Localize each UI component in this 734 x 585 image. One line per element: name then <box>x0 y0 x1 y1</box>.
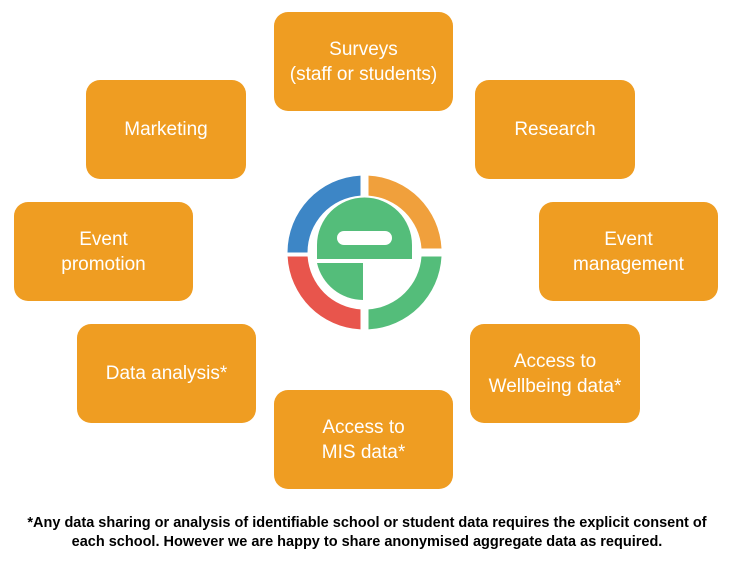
box-label-line: Access to <box>322 416 405 438</box>
data-analysis-box: Data analysis* <box>77 324 256 423</box>
box-label-line: Wellbeing data* <box>488 375 622 397</box>
logo-red-arc <box>287 256 361 330</box>
box-label: Marketing <box>124 117 207 142</box>
box-label-line: Event <box>604 228 653 250</box>
box-label-line: Marketing <box>124 119 208 140</box>
box-label-line: Data analysis* <box>105 363 228 384</box>
box-label-line: Surveys <box>329 38 398 60</box>
marketing-box: Marketing <box>86 80 246 179</box>
box-label-line: Event <box>79 228 128 250</box>
mis-data-box: Access to MIS data* <box>274 390 453 489</box>
box-label-line: management <box>573 253 684 275</box>
event-promotion-box: Event promotion <box>14 202 193 301</box>
box-label: Event promotion <box>61 227 146 277</box>
e-logo-icon <box>287 175 442 330</box>
wellbeing-data-box: Access to Wellbeing data* <box>470 324 640 423</box>
logo-e-bar <box>337 231 392 245</box>
box-label-line: (staff or students) <box>289 63 438 85</box>
research-box: Research <box>475 80 635 179</box>
logo-green-core-lower <box>317 263 363 300</box>
box-label-line: Research <box>514 119 596 140</box>
box-label: Event management <box>573 227 684 277</box>
footnote-disclaimer: *Any data sharing or analysis of identif… <box>27 515 707 550</box>
box-label-line: promotion <box>61 253 146 275</box>
box-label-line: MIS data* <box>321 441 406 463</box>
logo-green-core <box>317 197 412 259</box>
box-label: Data analysis* <box>106 361 227 386</box>
logo-blue-arc <box>287 175 361 253</box>
box-label: Research <box>514 117 595 142</box>
logo-orange-arc <box>368 175 442 249</box>
surveys-box: Surveys (staff or students) <box>274 12 453 111</box>
event-management-box: Event management <box>539 202 718 301</box>
logo-green-arc <box>368 256 442 330</box>
box-label-line: Access to <box>513 350 597 372</box>
box-label: Access to MIS data* <box>322 415 405 465</box>
box-label: Surveys (staff or students) <box>290 37 438 87</box>
box-label: Access to Wellbeing data* <box>489 349 622 399</box>
